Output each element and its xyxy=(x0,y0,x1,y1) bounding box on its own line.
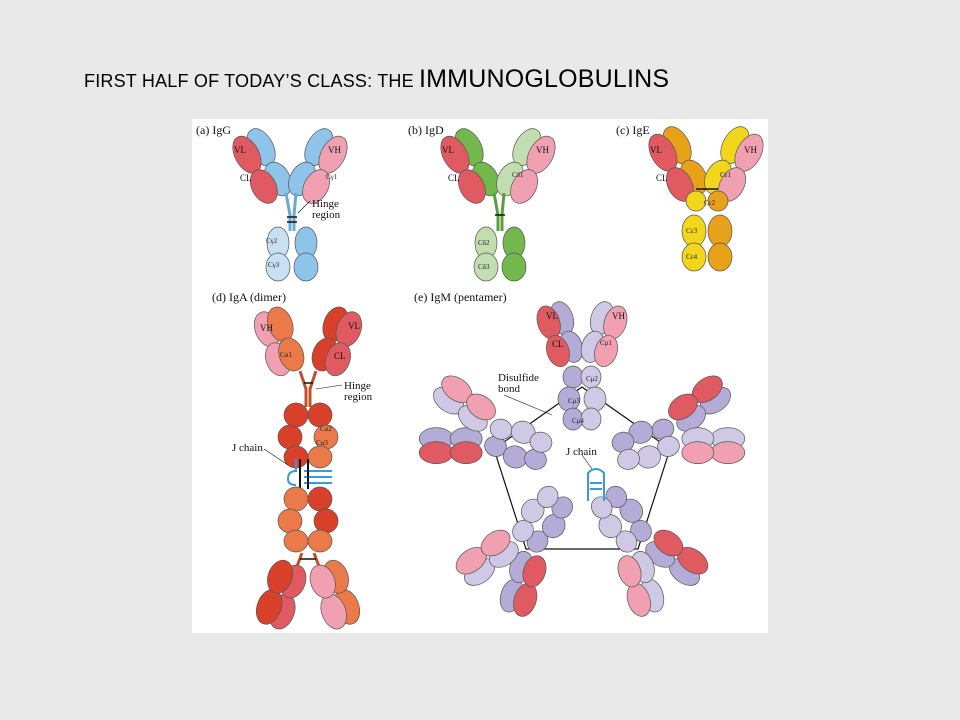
igg-right-arm xyxy=(288,128,348,204)
iga-vl-label: VL xyxy=(348,321,360,331)
igm-ch4-label: Cμ4 xyxy=(572,417,584,425)
ige-vh-label: VH xyxy=(744,145,757,155)
igd-left-arm xyxy=(440,128,500,204)
immunoglobulin-diagram: (a) IgG VL CL VH Cγ1 Hinge region xyxy=(196,123,764,630)
igm-disulfide-label: Disulfide xyxy=(498,372,539,384)
igd-vh-label: VH xyxy=(536,145,549,155)
igm-cl-label: CL xyxy=(552,339,564,349)
panel-iga: (d) IgA (dimer) VH VL Cα1 CL Hinge regio… xyxy=(212,290,373,630)
ige-vl-label: VL xyxy=(650,145,662,155)
igm-disulfide-label-2: bond xyxy=(498,383,521,395)
ige-cl-label: CL xyxy=(656,173,668,183)
panel-igd: (b) IgD VL CL VH Cδ1 Cδ2 Cδ3 xyxy=(408,123,556,282)
ige-ch2-label: Cε2 xyxy=(704,199,716,207)
panel-label-ige: (c) IgE xyxy=(616,123,650,137)
igd-fc xyxy=(473,226,527,282)
igg-vl-label: VL xyxy=(234,145,246,155)
slide-title: FIRST HALF OF TODAY’S CLASS: THE IMMUNOG… xyxy=(84,58,669,95)
igd-ch2-label: Cδ2 xyxy=(478,239,490,247)
ige-ch4-label: Cε4 xyxy=(686,253,698,261)
igm-disulfide-pentagon xyxy=(493,386,671,550)
iga-top-fc xyxy=(277,402,339,469)
iga-j-chain xyxy=(286,459,332,489)
panel-label-igd: (b) IgD xyxy=(408,123,444,137)
iga-hinge-label: Hinge xyxy=(344,380,371,392)
panel-ige: (c) IgE VL CL VH Cε1 Cε2 Cε3 Cε4 xyxy=(616,123,764,272)
igd-ch1-label: Cδ1 xyxy=(512,171,524,179)
igm-monomer-bottom-left xyxy=(444,463,602,629)
igm-monomers xyxy=(408,298,756,629)
iga-bottom-fc xyxy=(277,486,339,553)
igg-vh-label: VH xyxy=(328,145,341,155)
iga-ch1-label: Cα1 xyxy=(280,351,292,359)
igm-vl-label: VL xyxy=(546,311,558,321)
iga-vh-label: VH xyxy=(260,323,273,333)
igg-cl-label: CL xyxy=(240,173,252,183)
igg-fc xyxy=(265,226,319,282)
igm-monomer-right xyxy=(599,366,756,502)
iga-bottom-right-arm xyxy=(309,559,361,630)
igg-ch2-label: Cγ2 xyxy=(266,237,278,245)
iga-top-right-arm xyxy=(311,306,363,377)
ige-fc xyxy=(681,188,733,272)
ige-left-arm xyxy=(648,126,708,202)
igg-hinge-label-2: region xyxy=(312,209,341,221)
panel-label-igg: (a) IgG xyxy=(196,123,231,137)
iga-top-left-arm xyxy=(253,306,305,377)
igm-monomer-bottom-right xyxy=(562,463,720,629)
igm-ch2-label: Cμ2 xyxy=(586,375,598,383)
igg-left-arm xyxy=(232,128,292,204)
igd-ch3-label: Cδ3 xyxy=(478,263,490,271)
iga-cl-label: CL xyxy=(334,351,346,361)
slide-title-emphasis: IMMUNOGLOBULINS xyxy=(419,65,670,93)
igm-j-chain-label: J chain xyxy=(566,446,597,458)
panel-label-igm: (e) IgM (pentamer) xyxy=(414,290,507,304)
immunoglobulin-figure: (a) IgG VL CL VH Cγ1 Hinge region xyxy=(192,119,768,633)
ige-right-arm xyxy=(704,126,764,202)
igd-right-arm xyxy=(496,128,556,204)
igm-ch1-label: Cμ1 xyxy=(600,339,612,347)
iga-ch2-label: Cα2 xyxy=(320,425,332,433)
igm-ch3-label: Cμ3 xyxy=(568,397,580,405)
igg-ch3-label: Cγ3 xyxy=(268,261,280,269)
igm-j-chain xyxy=(587,468,605,501)
igd-cl-label: CL xyxy=(448,173,460,183)
iga-hinge-label-2: region xyxy=(344,391,373,403)
panel-igg: (a) IgG VL CL VH Cγ1 Hinge region xyxy=(196,123,348,282)
ige-ch1-label: Cε1 xyxy=(720,171,732,179)
igm-monomer-left xyxy=(408,366,565,502)
ige-ch3-label: Cε3 xyxy=(686,227,698,235)
panel-igm: (e) IgM (pentamer) Disulfide bond xyxy=(408,290,756,629)
igg-ch1-label: Cγ1 xyxy=(326,173,338,181)
slide-title-prefix: FIRST HALF OF TODAY’S CLASS: THE xyxy=(84,71,420,91)
iga-j-chain-label: J chain xyxy=(232,442,263,454)
iga-ch3-label: Cα3 xyxy=(316,439,328,447)
igd-vl-label: VL xyxy=(442,145,454,155)
panel-label-iga: (d) IgA (dimer) xyxy=(212,290,286,304)
igm-vh-label: VH xyxy=(612,311,625,321)
iga-bottom-left-arm xyxy=(255,559,307,630)
igg-hinge-label: Hinge xyxy=(312,198,339,210)
